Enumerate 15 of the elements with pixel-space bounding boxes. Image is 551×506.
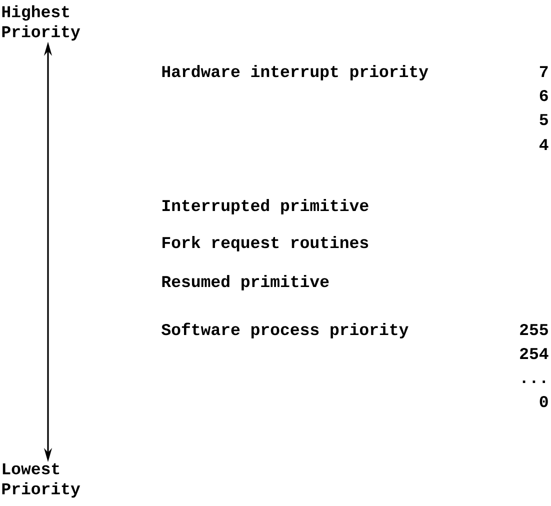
priority-level: 5	[540, 114, 548, 126]
priority-level: 7	[540, 66, 548, 77]
priority-level: 255	[520, 324, 548, 336]
priority-level: ...	[522, 380, 546, 383]
priority-label: Interrupted primitive	[162, 199, 368, 214]
priority-level: 254	[520, 348, 548, 360]
priority-label: Resumed primitive	[162, 275, 329, 290]
axis-end-label: Lowest Priority	[2, 463, 80, 498]
priority-label: Fork request routines	[162, 236, 368, 252]
priority-label: Hardware interrupt priority	[162, 65, 428, 80]
priority-level: 0	[540, 396, 548, 408]
priority-level: 6	[540, 90, 548, 102]
axis-end-label: Highest Priority	[2, 5, 80, 41]
priority-label: Software process priority	[162, 322, 408, 338]
priority-level: 4	[539, 139, 548, 150]
